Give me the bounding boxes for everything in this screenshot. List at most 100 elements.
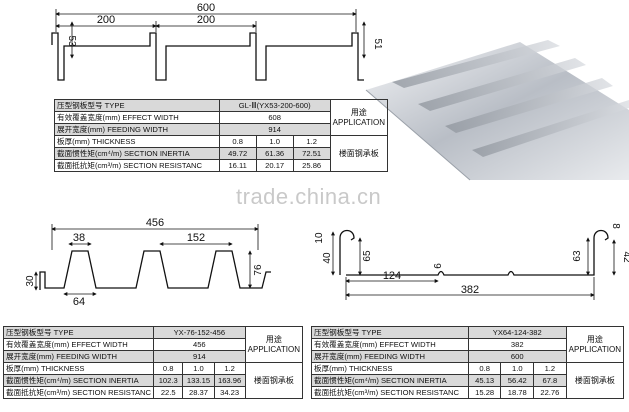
app-en: APPLICATION bbox=[247, 344, 300, 354]
dim-yx64-top-left: 10 bbox=[314, 232, 325, 244]
dim-mid-pitch: 200 bbox=[197, 14, 215, 26]
app-en: APPLICATION bbox=[568, 344, 621, 354]
row-label-effect: 有效覆盖宽度(mm) EFFECT WIDTH bbox=[311, 338, 469, 351]
dim-yx64-height-left: 65 bbox=[362, 250, 373, 262]
table-cell: 1.2 bbox=[213, 362, 246, 375]
table-row: 截面抵抗矩(cm³/m) SECTION RESISTANC 15.28 18.… bbox=[311, 386, 624, 399]
profile-yx76-dims bbox=[34, 224, 259, 296]
table-cell: 163.96 bbox=[213, 374, 246, 387]
profile-yx64-drawing bbox=[339, 229, 609, 276]
table-cell: 72.51 bbox=[292, 147, 331, 160]
dim-yx76-bottom: 64 bbox=[73, 296, 85, 308]
table-row: 展开宽度(mm) FEEDING WIDTH 914 bbox=[54, 123, 388, 136]
effect-value: 382 bbox=[467, 338, 567, 351]
table-cell: 49.72 bbox=[218, 147, 257, 160]
feeding-value: 600 bbox=[467, 350, 567, 363]
sheet-3d-illustration bbox=[365, 40, 629, 181]
row-label-inertia: 截面惯性矩(cm⁴/m) SECTION INERTIA bbox=[54, 147, 220, 160]
table-cell: 34.23 bbox=[213, 386, 246, 399]
table-row: 板厚(mm) THICKNESS 0.8 1.0 1.2 楼面钢承板 bbox=[54, 135, 389, 172]
table-cell: 61.36 bbox=[255, 147, 294, 160]
row-label-effect: 有效覆盖宽度(mm) EFFECT WIDTH bbox=[3, 338, 154, 351]
table-row: 展开宽度(mm) FEEDING WIDTH 600 bbox=[311, 350, 624, 363]
table-cell: 20.17 bbox=[255, 159, 294, 172]
table-cell: 22.76 bbox=[533, 386, 567, 399]
feeding-value: 914 bbox=[218, 123, 331, 136]
row-label-resist: 截面抵抗矩(cm³/m) SECTION RESISTANC bbox=[54, 159, 220, 172]
effect-value: 456 bbox=[152, 338, 246, 351]
dim-yx64-pitch: 124 bbox=[383, 270, 401, 282]
app-cn: 用途 bbox=[265, 334, 282, 344]
row-label-feeding: 展开宽度(mm) FEEDING WIDTH bbox=[311, 350, 469, 363]
row-label-feeding: 展开宽度(mm) FEEDING WIDTH bbox=[3, 350, 154, 363]
row-label-inertia: 截面惯性矩(cm⁴/m) SECTION INERTIA bbox=[3, 374, 154, 387]
table-cell: 0.8 bbox=[152, 362, 184, 375]
table-cell: 133.15 bbox=[182, 374, 215, 387]
dim-yx64-total: 382 bbox=[461, 284, 479, 296]
profile-gl3-drawing bbox=[51, 32, 364, 81]
table-cell: 56.42 bbox=[500, 374, 535, 387]
table-cell: 15.28 bbox=[467, 386, 502, 399]
row-label-feeding: 展开宽度(mm) FEEDING WIDTH bbox=[54, 123, 220, 136]
table-row: 截面抵抗矩(cm³/m) SECTION RESISTANC 16.11 20.… bbox=[54, 159, 388, 172]
type-value: YX64-124-382 bbox=[467, 326, 567, 339]
dim-yx64-rib: 6 bbox=[433, 263, 444, 269]
table-cell: 1.2 bbox=[533, 362, 567, 375]
table-cell: 25.86 bbox=[292, 159, 331, 172]
table-cell: 0.8 bbox=[218, 135, 257, 148]
row-label-type: 压型钢板型号 TYPE bbox=[54, 99, 220, 112]
dim-yx64-edge-left: 40 bbox=[322, 252, 333, 264]
app-cn: 用途 bbox=[350, 107, 367, 117]
table-cell: 18.78 bbox=[500, 386, 535, 399]
dim-yx76-pitch: 152 bbox=[187, 232, 205, 244]
table-cell: 1.0 bbox=[182, 362, 215, 375]
dim-yx76-top: 38 bbox=[73, 232, 85, 244]
table-cell: 22.5 bbox=[152, 386, 184, 399]
profile-yx64-dims bbox=[331, 231, 616, 300]
dim-yx76-height: 76 bbox=[253, 264, 264, 276]
effect-value: 608 bbox=[218, 111, 331, 124]
table-row: 展开宽度(mm) FEEDING WIDTH 914 bbox=[3, 350, 303, 363]
row-label-resist: 截面抵抗矩(cm³/m) SECTION RESISTANC bbox=[311, 386, 469, 399]
table-row: 截面惯性矩(cm⁴/m) SECTION INERTIA 45.13 56.42… bbox=[311, 374, 624, 387]
table-cell: 28.37 bbox=[182, 386, 215, 399]
dim-right-height: 51 bbox=[372, 38, 383, 50]
application-value: 楼面钢承板 bbox=[565, 362, 625, 399]
row-label-type: 压型钢板型号 TYPE bbox=[3, 326, 154, 339]
table-cell: 67.8 bbox=[533, 374, 567, 387]
row-label-resist: 截面抵抗矩(cm³/m) SECTION RESISTANC bbox=[3, 386, 154, 399]
row-label-type: 压型钢板型号 TYPE bbox=[311, 326, 469, 339]
table-cell: 0.8 bbox=[467, 362, 502, 375]
dim-total-width: 600 bbox=[197, 2, 215, 14]
application-value: 楼面钢承板 bbox=[329, 135, 389, 172]
table-cell: 1.0 bbox=[500, 362, 535, 375]
table-row: 板厚(mm) THICKNESS 0.8 1.0 1.2 楼面钢承板 bbox=[3, 362, 304, 399]
row-label-thickness: 板厚(mm) THICKNESS bbox=[54, 135, 220, 148]
type-value: GL-Ⅲ(YX53-200-600) bbox=[218, 99, 331, 112]
profile-gl3-dims bbox=[55, 9, 366, 59]
dim-left-pitch: 200 bbox=[97, 14, 115, 26]
table-row: 截面抵抗矩(cm³/m) SECTION RESISTANC 22.5 28.3… bbox=[3, 386, 303, 399]
app-en: APPLICATION bbox=[332, 117, 385, 127]
type-value: YX-76-152-456 bbox=[152, 326, 246, 339]
table-row: 板厚(mm) THICKNESS 0.8 1.0 1.2 楼面钢承板 bbox=[311, 362, 625, 399]
table-cell: 1.2 bbox=[292, 135, 331, 148]
app-cn: 用途 bbox=[586, 334, 603, 344]
table-cell: 102.3 bbox=[152, 374, 184, 387]
dim-yx76-total: 456 bbox=[146, 217, 164, 229]
row-label-effect: 有效覆盖宽度(mm) EFFECT WIDTH bbox=[54, 111, 220, 124]
dim-yx64-height-right: 63 bbox=[572, 250, 583, 262]
dim-yx64-right-edge: 42 bbox=[621, 251, 629, 263]
table-cell: 45.13 bbox=[467, 374, 502, 387]
profile-yx76-drawing bbox=[39, 250, 271, 290]
dim-left-height: 53 bbox=[66, 35, 77, 47]
